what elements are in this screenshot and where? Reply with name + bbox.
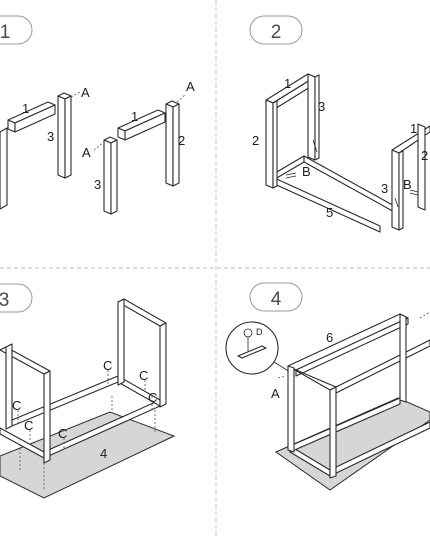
leg-left — [57, 92, 72, 179]
step-3-badge: 3 — [0, 283, 33, 313]
leg-4-left-back — [287, 365, 295, 453]
step-2-number: 2 — [271, 22, 282, 43]
label-panel-4: 4 — [100, 446, 107, 461]
step-4-badge: 4 — [249, 282, 303, 312]
label-screw-right: A — [186, 79, 195, 94]
label-screw-b-right: B — [403, 177, 412, 192]
label-long-bar: 5 — [326, 205, 333, 220]
label-frame-bar-right: 1 — [410, 121, 417, 136]
label-c3: C — [148, 390, 157, 405]
step-3-number: 3 — [0, 290, 9, 311]
top-bar-left — [7, 101, 56, 133]
leg-4-front — [329, 386, 337, 479]
detail-magnifier — [225, 321, 279, 375]
frame-leg-front — [265, 99, 274, 189]
label-top-bar-6: 6 — [326, 330, 333, 345]
label-leg-right-front: 3 — [94, 177, 101, 192]
step-1-badge: 1 — [0, 15, 33, 45]
detail-bar — [237, 345, 267, 359]
step-2-badge: 2 — [249, 15, 303, 45]
top-bar-right — [117, 109, 166, 141]
leg-right-front — [103, 136, 118, 215]
step-1-parts: 1 3 A 1 2 A A — [0, 79, 195, 215]
partial-leg-edge — [0, 127, 8, 210]
screw-a-guide — [277, 375, 287, 379]
label-c4: C — [12, 398, 21, 413]
frame-3-leg-right — [159, 322, 167, 408]
base-rail-long — [269, 175, 381, 233]
leg-4-right-back — [399, 313, 407, 403]
panel-4 — [0, 411, 176, 499]
label-detail-d: D — [256, 327, 263, 337]
screw-b-right — [409, 189, 419, 193]
screw-b-left — [285, 172, 297, 176]
step-3-assembly: C C C C C C 4 — [0, 298, 176, 499]
label-frame-bar-top: 1 — [284, 76, 291, 91]
label-leg-right-front-2: 3 — [381, 181, 388, 196]
label-leg-right-2: 2 — [421, 148, 428, 163]
label-leg-right: 2 — [178, 133, 185, 148]
label-c6: C — [58, 426, 67, 441]
label-screw-a: A — [271, 386, 280, 401]
label-top-bar-right: 1 — [131, 109, 138, 124]
label-top-bar-left: 1 — [22, 101, 29, 116]
leg-right — [165, 100, 180, 187]
step-1-number: 1 — [0, 22, 10, 43]
frame-leg-right — [391, 149, 400, 231]
label-c2: C — [139, 368, 148, 383]
frame-3-top-right — [117, 298, 167, 327]
label-screw-b-left: B — [302, 164, 311, 179]
label-leg-left: 3 — [47, 129, 54, 144]
step-2-frame: 1 3 2 1 B B 5 3 2 — [252, 73, 430, 233]
label-c5: C — [24, 418, 33, 433]
screw-guide-right — [176, 93, 187, 103]
frame-leg-right-back — [417, 123, 426, 211]
frame-3-leg-front — [43, 370, 51, 464]
label-frame-leg-front: 2 — [252, 133, 259, 148]
screw-right — [394, 197, 399, 208]
screw-top — [312, 139, 318, 153]
label-screw-left: A — [81, 85, 90, 100]
screw-guide-left — [70, 91, 81, 98]
label-screw-front: A — [82, 145, 91, 160]
frame-leg-back — [307, 73, 316, 161]
step-4-assembly: D A 6 — [225, 311, 430, 491]
label-frame-leg-back: 3 — [318, 99, 325, 114]
label-c1: C — [103, 358, 112, 373]
step-4-number: 4 — [271, 289, 282, 310]
screw-guide-front — [93, 142, 104, 151]
